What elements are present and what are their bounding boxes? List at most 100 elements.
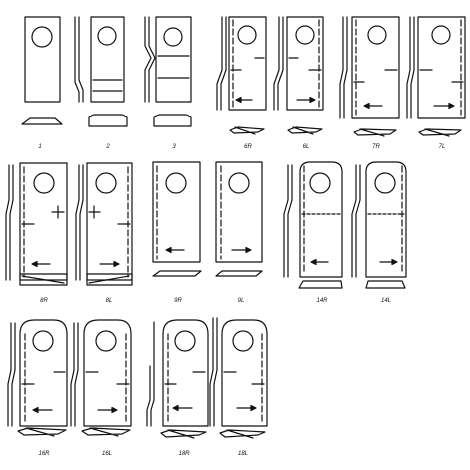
blade-16R-side-view	[7, 322, 16, 427]
blade-6L-plate	[286, 16, 324, 111]
blade-8R-mount-hole	[33, 172, 55, 194]
blade-7L	[406, 16, 466, 137]
label-blade-7R: 7R	[372, 144, 380, 150]
blade-1-section-view	[21, 117, 63, 125]
label-blade-8L: 8L	[106, 298, 113, 304]
blade-9R-mount-hole	[165, 172, 187, 194]
blade-7R-plate	[351, 16, 400, 119]
blade-16R-direction-arrow	[32, 406, 53, 414]
label-blade-18L: 18L	[238, 451, 248, 457]
blade-1	[21, 16, 63, 125]
blade-9L-plate	[215, 161, 263, 263]
blade-14R-mount-hole	[309, 172, 331, 194]
blade-16L-mount-hole	[95, 330, 117, 352]
blade-14R-plate	[299, 161, 343, 278]
blade-9L-direction-arrow	[231, 246, 252, 254]
blade-8L-direction-arrow	[99, 260, 120, 268]
blade-6L-mount-hole	[295, 25, 315, 45]
blade-7R-side-view	[339, 16, 348, 119]
blade-16R-mount-hole	[32, 330, 54, 352]
blade-6R	[216, 16, 267, 135]
blade-18L-mount-hole	[232, 330, 254, 352]
blade-16R	[7, 319, 68, 437]
blade-2-mount-hole	[97, 26, 117, 46]
blade-14L-side-view	[351, 164, 361, 278]
label-blade-18R: 18R	[178, 451, 190, 457]
blade-6R-side-view	[216, 16, 227, 111]
blade-8L-plate	[86, 162, 133, 281]
blade-9R	[152, 161, 202, 277]
blade-14R	[283, 161, 343, 289]
blade-14L	[351, 161, 407, 289]
blade-2-plate	[90, 16, 125, 103]
blade-14R-side-view	[283, 164, 293, 278]
blade-9L-section-view	[215, 270, 263, 277]
blade-8R-plate	[19, 162, 68, 281]
blade-3-plate	[155, 16, 192, 103]
blade-16L-side-view	[70, 322, 79, 427]
label-blade-6L: 6L	[303, 144, 310, 150]
blade-18R-side-view	[146, 321, 155, 427]
blade-6R-mount-hole	[237, 25, 257, 45]
label-blade-9L: 9L	[238, 298, 245, 304]
blade-7L-plate	[417, 16, 466, 119]
blade-2-side-view	[74, 16, 84, 103]
blade-18R-direction-arrow	[172, 404, 193, 412]
blade-14L-mount-hole	[374, 172, 396, 194]
label-blade-14R: 14R	[316, 298, 328, 304]
blade-18R-section-view	[160, 429, 207, 439]
blade-7L-direction-arrow	[433, 102, 455, 110]
blade-2-section-view	[88, 114, 128, 127]
blade-9R-plate	[152, 161, 201, 263]
blade-labels: 1 2 3 6R 6L 7R 7L 8R 8L 9R 9L 14R 14L 16…	[38, 144, 445, 457]
blade-6L-side-view	[273, 16, 284, 111]
blade-7R-section-view	[353, 128, 397, 137]
blade-16L-direction-arrow	[97, 406, 118, 414]
blade-8R-side-view	[5, 164, 14, 281]
blade-18L-plate	[221, 319, 268, 427]
blade-16L-plate	[83, 319, 132, 427]
blade-16R-plate	[19, 319, 68, 427]
blade-18R	[146, 319, 209, 439]
blade-14L-section-view	[365, 280, 406, 289]
blade-7R	[339, 16, 400, 137]
blade-18L-section-view	[219, 429, 266, 439]
blade-8L-side-view	[75, 164, 84, 281]
label-blade-6R: 6R	[244, 144, 252, 150]
blade-7R-mount-hole	[367, 25, 387, 45]
label-blade-8R: 8R	[40, 298, 48, 304]
blade-14L-plate	[365, 161, 407, 278]
label-blade-16R: 16R	[38, 451, 50, 457]
label-blade-14L: 14L	[381, 298, 391, 304]
blade-8R-direction-arrow	[31, 260, 51, 268]
blade-9R-section-view	[152, 270, 202, 277]
label-blade-9R: 9R	[174, 298, 182, 304]
blade-18L-direction-arrow	[236, 404, 257, 412]
blade-9L	[215, 161, 263, 277]
blade-6L	[273, 16, 324, 135]
blade-6L-section-view	[287, 126, 323, 135]
blade-16R-section-view	[17, 427, 67, 437]
blade-18L-side-view	[209, 317, 218, 427]
label-blade-7L: 7L	[439, 144, 446, 150]
label-blade-3: 3	[172, 144, 176, 150]
blade-8L-section-view	[86, 273, 133, 286]
blade-14R-direction-arrow	[310, 258, 329, 266]
blade-1-plate	[24, 16, 61, 103]
blade-6R-direction-arrow	[235, 96, 253, 104]
blade-3	[144, 16, 192, 127]
blade-16L-section-view	[81, 427, 131, 437]
blade-7L-side-view	[406, 16, 415, 119]
blade-8L-mount-hole	[95, 172, 117, 194]
blade-18L	[209, 317, 268, 439]
blade-6R-section-view	[229, 126, 265, 135]
blade-8R	[5, 162, 68, 286]
blade-2	[74, 16, 128, 127]
blade-7L-section-view	[418, 128, 462, 137]
blade-14R-section-view	[298, 280, 343, 289]
blade-8L	[75, 162, 133, 286]
blade-18R-plate	[162, 319, 209, 427]
blade-6L-direction-arrow	[296, 96, 316, 104]
blade-1-mount-hole	[31, 26, 53, 48]
